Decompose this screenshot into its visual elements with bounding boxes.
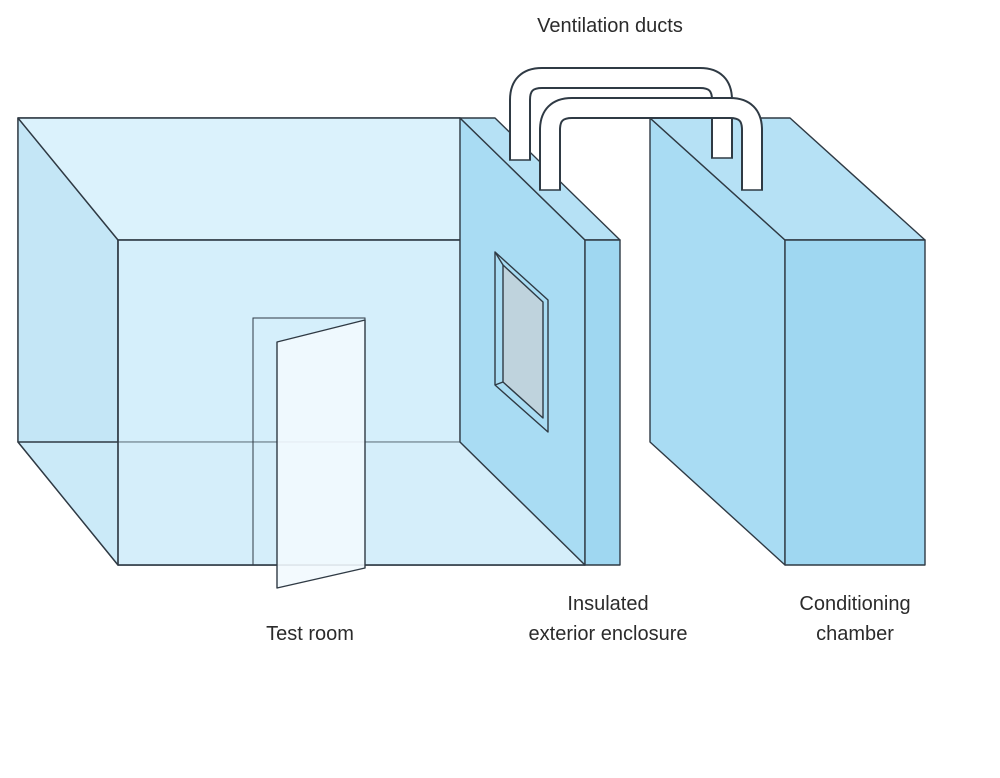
enclosure-wall-edge bbox=[584, 239, 621, 566]
label-enclosure-line1: Insulated bbox=[567, 593, 648, 615]
duct-front bbox=[541, 99, 761, 190]
ventilation-ducts bbox=[509, 67, 763, 191]
duct-back bbox=[511, 69, 731, 160]
conditioning-chamber bbox=[649, 117, 926, 566]
chamber-side-face bbox=[784, 239, 926, 566]
label-ventilation-ducts: Ventilation ducts bbox=[537, 15, 683, 37]
test-room-door bbox=[252, 317, 366, 589]
label-chamber-line1: Conditioning bbox=[799, 593, 910, 615]
label-test-room: Test room bbox=[266, 623, 354, 645]
door-panel bbox=[276, 319, 366, 589]
insulated-enclosure-wall bbox=[459, 117, 621, 566]
test-room bbox=[17, 117, 586, 566]
label-enclosure-line2: exterior enclosure bbox=[529, 623, 688, 645]
enclosure-window-glass bbox=[502, 264, 544, 419]
label-chamber-line2: chamber bbox=[816, 623, 894, 645]
